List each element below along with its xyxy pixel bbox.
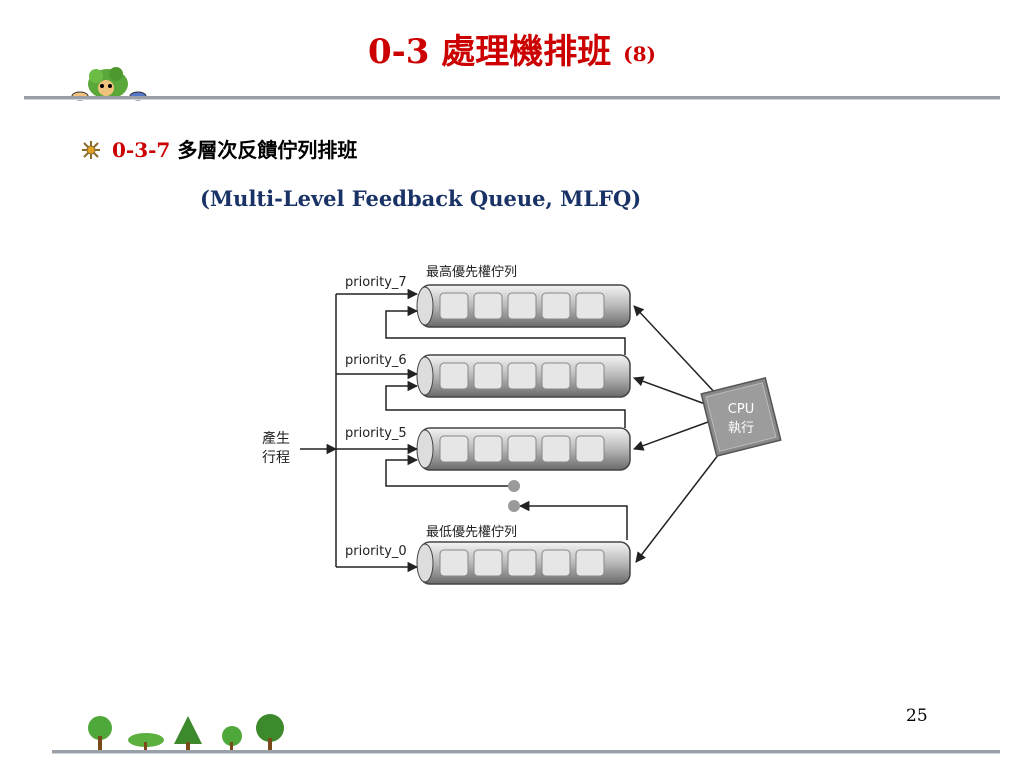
flow-lines — [300, 288, 723, 573]
mlfq-diagram: CPU 執行 priority_7 最高優先權佇列 priority_6 pri… — [262, 264, 782, 585]
bullet-text: 多層次反饋佇列排班 — [177, 138, 358, 162]
bullet-heading: 0-3-7 多層次反饋佇列排班 — [112, 136, 357, 164]
top-divider — [24, 96, 1000, 100]
star-bullet-icon — [82, 141, 100, 159]
cpu-label-line1: CPU — [728, 402, 754, 417]
trees-decoration — [88, 714, 284, 751]
new-process-label-line1: 產生 — [262, 430, 290, 447]
title-suffix: (8) — [623, 42, 656, 66]
subtitle: (Multi-Level Feedback Queue, MLFQ) — [200, 186, 642, 211]
bottom-divider — [52, 750, 1000, 754]
ellipsis-dot — [508, 480, 520, 492]
page-number: 25 — [906, 706, 928, 726]
queue-priority-5 — [416, 427, 631, 471]
queue-label-priority-6: priority_6 — [345, 353, 407, 368]
queue-label-priority-7: priority_7 — [345, 275, 407, 290]
bullet-number: 0-3-7 — [112, 138, 171, 162]
title-number: 0-3 — [368, 32, 430, 72]
title-text: 處理機排班 — [441, 32, 612, 72]
new-process-label-line2: 行程 — [262, 450, 290, 466]
queue-priority-0 — [416, 541, 631, 585]
cpu-label-line2: 執行 — [728, 420, 754, 436]
slide-title: 0-3 處理機排班 (8) — [0, 30, 1024, 76]
queue-label-priority-5: priority_5 — [345, 426, 407, 441]
ellipsis-dot — [508, 500, 520, 512]
cpu-chip-icon — [700, 377, 782, 457]
queue-caption-lowest: 最低優先權佇列 — [426, 525, 517, 540]
queue-priority-7 — [416, 284, 631, 328]
queue-label-priority-0: priority_0 — [345, 544, 407, 559]
queue-priority-6 — [416, 354, 631, 398]
queue-caption-highest: 最高優先權佇列 — [426, 264, 517, 280]
